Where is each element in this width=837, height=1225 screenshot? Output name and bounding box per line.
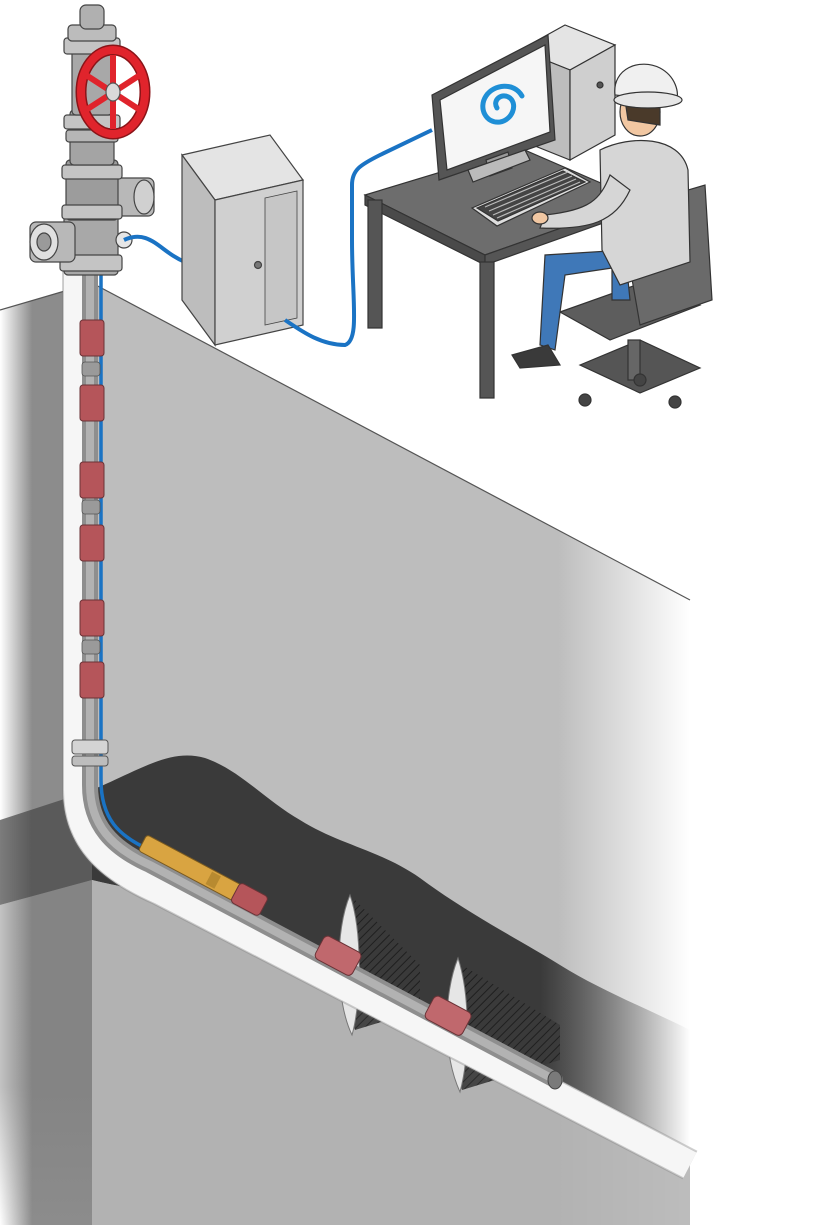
hard-hat-icon	[613, 63, 683, 109]
packer	[314, 935, 362, 976]
valve-wheel-icon	[75, 44, 151, 140]
clamp	[79, 599, 105, 637]
wellhead	[29, 4, 155, 276]
packer	[424, 995, 472, 1036]
surface-fiber-cable-1	[123, 234, 186, 264]
clamp	[79, 319, 105, 357]
computer-icon	[431, 34, 556, 183]
packer	[231, 883, 268, 916]
downhole-tool-string	[138, 835, 563, 1090]
cable-clamps	[79, 319, 105, 699]
operator	[511, 63, 713, 409]
keyboard	[470, 167, 592, 227]
clamp	[79, 524, 105, 562]
clamp	[79, 461, 105, 499]
control-cabinet	[180, 134, 305, 347]
ground-lower-face	[92, 880, 690, 1225]
monitor-logo-icon	[480, 83, 525, 125]
surface-fiber-cable-2	[283, 128, 433, 348]
clamp	[79, 384, 105, 422]
clamp	[79, 661, 105, 699]
